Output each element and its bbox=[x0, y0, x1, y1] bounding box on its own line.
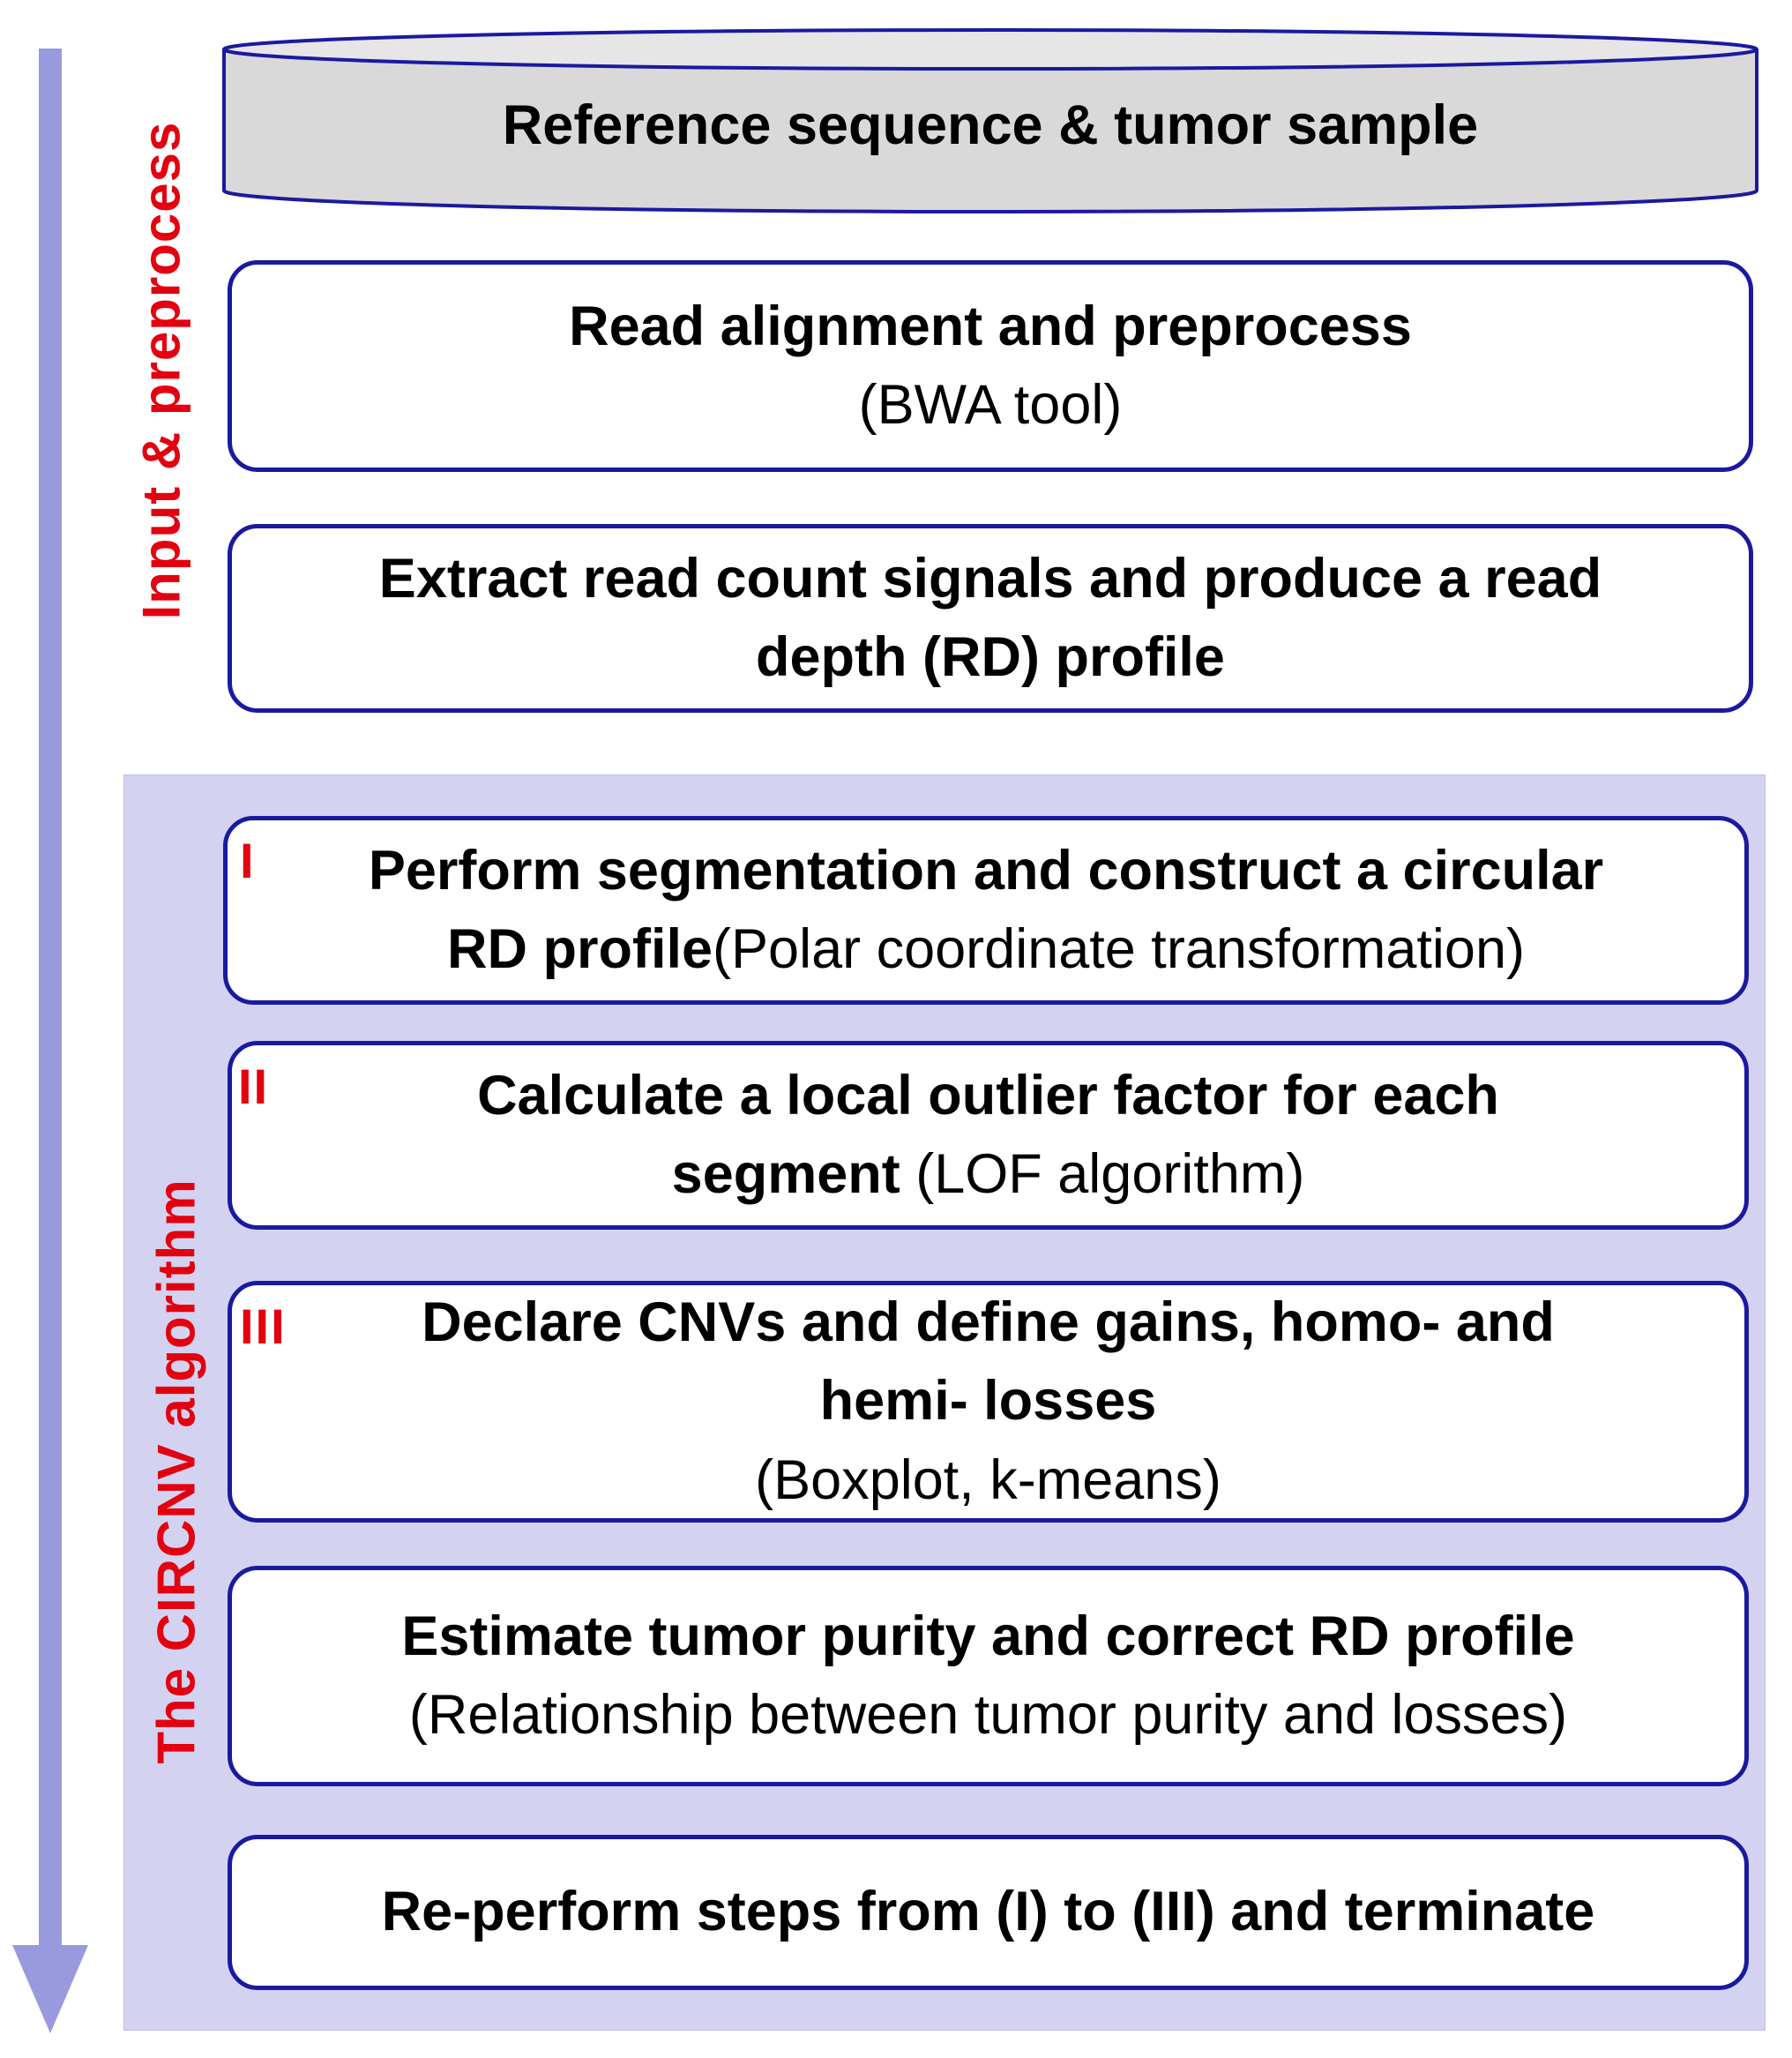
flow-arrow-head bbox=[12, 1945, 88, 2033]
step-segmentation-line2-normal: (Polar coordinate transformation) bbox=[713, 918, 1525, 980]
step-tumor-purity: Estimate tumor purity and correct RD pro… bbox=[228, 1566, 1749, 1786]
step-marker-i: I bbox=[240, 833, 256, 888]
step-segmentation-line1: Perform segmentation and construct a cir… bbox=[368, 839, 1604, 902]
flow-arrow-shaft bbox=[39, 49, 62, 1958]
step-declare-cnvs: Declare CNVs and define gains, homo- and… bbox=[228, 1281, 1749, 1523]
step-extract-line1: Extract read count signals and produce a… bbox=[378, 547, 1602, 610]
step-reperform: Re-perform steps from (I) to (III) and t… bbox=[228, 1835, 1749, 1990]
flow-arrow bbox=[12, 49, 88, 2033]
step-purity-title: Estimate tumor purity and correct RD pro… bbox=[401, 1605, 1575, 1667]
step-marker-ii: II bbox=[238, 1059, 270, 1114]
step-declare-line1: Declare CNVs and define gains, homo- and bbox=[422, 1291, 1555, 1353]
step-read-alignment: Read alignment and preprocess (BWA tool) bbox=[228, 260, 1753, 472]
step-extract-line2: depth (RD) profile bbox=[756, 626, 1225, 688]
section-label-input: Input & preprocess bbox=[131, 121, 191, 620]
section-label-algorithm: The CIRCNV algorithm bbox=[146, 1179, 206, 1764]
step-lof: Calculate a local outlier factor for eac… bbox=[228, 1041, 1749, 1230]
step-segmentation-line2-bold: RD profile bbox=[447, 918, 713, 980]
step-segmentation: Perform segmentation and construct a cir… bbox=[223, 816, 1749, 1005]
step-lof-line2-bold: segment bbox=[671, 1143, 900, 1205]
step-reperform-title: Re-perform steps from (I) to (III) and t… bbox=[381, 1881, 1595, 1943]
step-purity-subtitle: (Relationship between tumor purity and l… bbox=[408, 1684, 1568, 1746]
reference-cylinder bbox=[222, 28, 1758, 213]
reference-title: Reference sequence & tumor sample bbox=[502, 94, 1479, 156]
step-extract-read-count: Extract read count signals and produce a… bbox=[228, 524, 1753, 713]
step-lof-line2-normal: (LOF algorithm) bbox=[900, 1143, 1305, 1205]
step-lof-line1: Calculate a local outlier factor for eac… bbox=[477, 1064, 1499, 1126]
step-read-alignment-title: Read alignment and preprocess bbox=[569, 295, 1412, 357]
step-marker-iii: III bbox=[240, 1298, 287, 1354]
step-read-alignment-subtitle: (BWA tool) bbox=[858, 374, 1123, 436]
step-declare-line2: hemi- losses bbox=[819, 1370, 1157, 1433]
step-declare-line3: (Boxplot, k-means) bbox=[755, 1448, 1221, 1511]
